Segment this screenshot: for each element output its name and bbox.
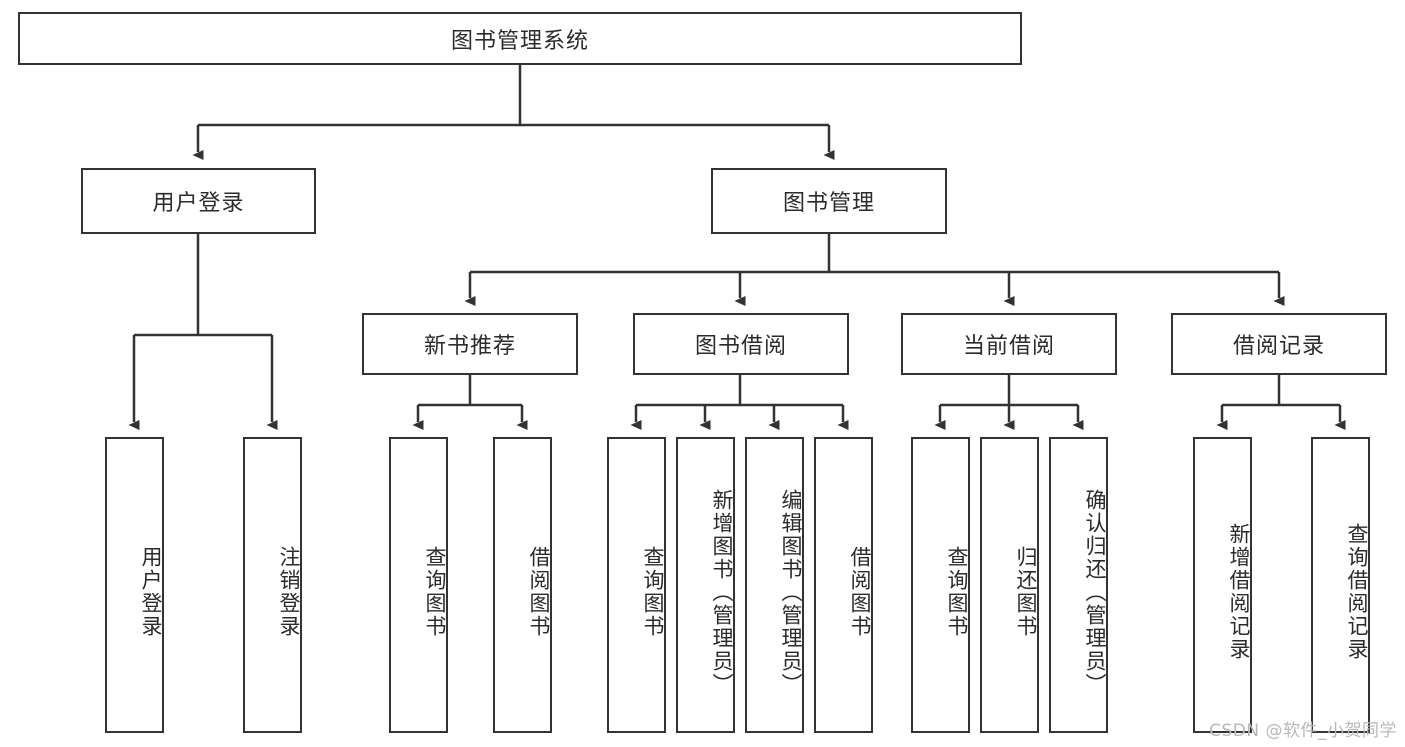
node-label: 注销登录 [277,546,301,638]
node-label: 确认归还（管理员） [1083,488,1107,696]
node-borrow-record[interactable]: 借阅记录 [1171,313,1387,375]
node-label: 当前借阅 [962,334,1055,359]
node-label: 编辑图书（管理员） [779,488,803,696]
leaf-new-book-query-book[interactable]: 查询图书 [389,437,448,733]
node-label: 图书管理 [782,191,875,216]
node-label: 查询借阅记录 [1345,523,1369,661]
node-label: 借阅图书 [527,546,551,638]
node-label: 新增图书（管理员） [710,488,734,696]
leaf-new-book-borrow-book[interactable]: 借阅图书 [493,437,552,733]
leaf-current-borrow-confirm-return-admin[interactable]: 确认归还（管理员） [1049,437,1108,733]
leaf-borrow-record-add-record[interactable]: 新增借阅记录 [1193,437,1252,733]
node-label: 查询图书 [945,546,969,638]
leaf-user-login-logout[interactable]: 注销登录 [243,437,302,733]
leaf-book-borrow-borrow-book[interactable]: 借阅图书 [814,437,873,733]
node-current-borrow[interactable]: 当前借阅 [901,313,1117,375]
leaf-book-borrow-query-book[interactable]: 查询图书 [607,437,666,733]
leaf-current-borrow-query-book[interactable]: 查询图书 [911,437,970,733]
node-label: 图书借阅 [694,334,787,359]
node-label: 查询图书 [641,546,665,638]
node-book-management[interactable]: 图书管理 [711,168,947,234]
node-new-book-recommend[interactable]: 新书推荐 [362,313,578,375]
node-label: 新书推荐 [423,334,516,359]
node-label: 归还图书 [1014,546,1038,638]
node-book-borrow[interactable]: 图书借阅 [633,313,849,375]
leaf-book-borrow-edit-book-admin[interactable]: 编辑图书（管理员） [745,437,804,733]
node-label: 用户登录 [152,191,245,216]
node-label: 图书管理系统 [450,28,589,54]
leaf-book-borrow-add-book-admin[interactable]: 新增图书（管理员） [676,437,735,733]
node-root-system[interactable]: 图书管理系统 [18,12,1022,65]
leaf-borrow-record-query-record[interactable]: 查询借阅记录 [1311,437,1370,733]
node-user-login[interactable]: 用户登录 [81,168,316,234]
node-label: 借阅图书 [848,546,872,638]
leaf-current-borrow-return-book[interactable]: 归还图书 [980,437,1039,733]
leaf-user-login-login[interactable]: 用户登录 [105,437,164,733]
node-label: 借阅记录 [1232,334,1325,359]
node-label: 查询图书 [423,546,447,638]
node-label: 新增借阅记录 [1227,523,1251,661]
node-label: 用户登录 [139,546,163,638]
